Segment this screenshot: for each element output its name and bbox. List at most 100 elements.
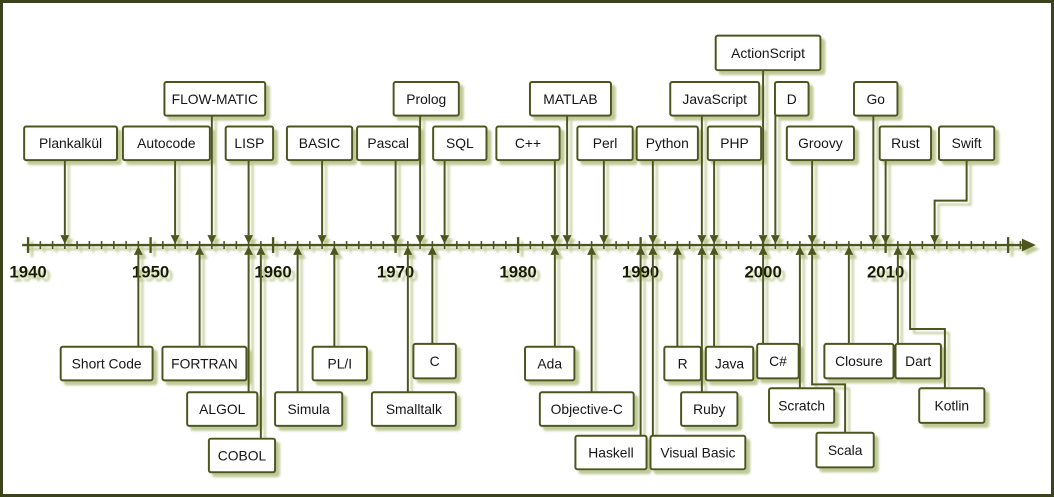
- item-label: Plankalkül: [39, 135, 102, 151]
- timeline-item-dart: Dart: [893, 246, 942, 380]
- timeline-item-r: R: [663, 246, 702, 382]
- item-box: [285, 125, 354, 162]
- timeline-item-haskell: Haskell: [574, 246, 648, 471]
- item-box: [918, 387, 986, 424]
- item-label: C++: [515, 135, 541, 151]
- item-label: Autocode: [137, 135, 196, 151]
- item-box: [669, 81, 761, 117]
- item-arrowhead-icon: [697, 246, 707, 255]
- timeline-item-visual-basic: Visual Basic: [648, 246, 747, 471]
- item-arrowhead-icon: [758, 235, 768, 245]
- decade-label-1970: 1970: [377, 263, 414, 282]
- decade-label-1960: 1960: [254, 263, 291, 282]
- item-connector: [811, 254, 847, 433]
- item-label: FLOW-MATIC: [172, 91, 258, 107]
- item-arrowhead-icon: [930, 235, 940, 245]
- item-arrowhead-icon: [317, 235, 327, 245]
- item-arrowhead-icon: [550, 235, 560, 245]
- timeline-item-pl-i: PL/I: [311, 246, 368, 382]
- item-box: [785, 125, 855, 162]
- item-arrowhead-icon: [562, 235, 572, 245]
- timeline-item-sql: SQL: [432, 125, 488, 245]
- timeline-item-lisp: LISP: [224, 125, 275, 245]
- item-label: D: [787, 91, 797, 107]
- timeline-item-objective-c: Objective-C: [538, 246, 635, 427]
- item-connector: [933, 160, 968, 236]
- item-box: [574, 434, 648, 471]
- item-label: PHP: [720, 135, 748, 151]
- item-arrowhead-icon: [403, 246, 413, 255]
- item-arrowhead-icon: [256, 246, 266, 255]
- item-label: C#: [769, 353, 787, 369]
- item-label: Objective-C: [551, 401, 623, 417]
- item-arrowhead-icon: [881, 235, 891, 245]
- item-arrowhead-icon: [795, 246, 805, 255]
- timeline-item-cobol: COBOL: [207, 246, 277, 474]
- item-box: [412, 342, 457, 380]
- item-label: JavaScript: [682, 91, 747, 107]
- timeline-item-java: Java: [704, 246, 755, 382]
- item-label: MATLAB: [543, 91, 597, 107]
- item-label: Perl: [593, 135, 618, 151]
- decade-label-1980: 1980: [499, 263, 536, 282]
- item-label: SQL: [446, 135, 474, 151]
- item-box: [121, 125, 211, 162]
- item-arrowhead-icon: [844, 246, 854, 255]
- timeline-item-c: C: [412, 246, 457, 380]
- item-label: Simula: [288, 401, 331, 417]
- item-connector: [909, 254, 946, 389]
- item-label: Ruby: [693, 401, 725, 417]
- item-arrowhead-icon: [893, 246, 903, 255]
- item-box: [163, 81, 267, 117]
- timeline-item-closure: Closure: [823, 246, 895, 380]
- item-arrowhead-icon: [391, 235, 401, 245]
- item-box: [706, 125, 763, 162]
- timeline-item-python: Python: [635, 125, 699, 245]
- decade-label-1950: 1950: [132, 263, 169, 282]
- item-arrowhead-icon: [709, 246, 719, 255]
- timeline-item-autocode: Autocode: [121, 125, 211, 245]
- item-label: Scala: [828, 442, 863, 458]
- item-box: [853, 81, 899, 117]
- item-label: Short Code: [72, 356, 142, 372]
- item-box: [207, 437, 277, 474]
- item-label: Scratch: [778, 398, 825, 414]
- timeline-item-cplusplus: C++: [495, 125, 561, 245]
- item-arrowhead-icon: [636, 246, 646, 255]
- item-arrowhead-icon: [599, 235, 609, 245]
- item-arrowhead-icon: [587, 246, 597, 255]
- item-box: [756, 342, 800, 380]
- item-box: [161, 345, 248, 382]
- item-label: Closure: [835, 353, 883, 369]
- item-box: [59, 345, 154, 382]
- item-box: [495, 125, 561, 162]
- item-box: [704, 345, 755, 382]
- item-arrowhead-icon: [770, 235, 780, 245]
- timeline-item-matlab: MATLAB: [528, 81, 612, 245]
- timeline-item-javascript: JavaScript: [669, 81, 761, 245]
- item-arrowhead-icon: [427, 246, 437, 255]
- item-arrowhead-icon: [868, 235, 878, 245]
- item-box: [576, 125, 634, 162]
- item-arrowhead-icon: [60, 235, 70, 245]
- item-arrowhead-icon: [697, 235, 707, 245]
- item-box: [878, 125, 933, 162]
- item-label: Smalltalk: [386, 401, 442, 417]
- item-label: ALGOL: [199, 401, 245, 417]
- item-arrowhead-icon: [170, 235, 180, 245]
- axis-arrowhead-icon: [1021, 238, 1036, 252]
- timeline-item-ruby: Ruby: [680, 246, 739, 427]
- item-box: [815, 431, 875, 469]
- item-arrowhead-icon: [758, 246, 768, 255]
- timeline-item-d: D: [770, 81, 810, 245]
- timeline-item-pascal: Pascal: [356, 125, 421, 245]
- item-label: Prolog: [406, 91, 446, 107]
- item-box: [538, 391, 635, 427]
- item-label: Java: [715, 356, 745, 372]
- item-arrowhead-icon: [648, 235, 658, 245]
- decade-label-2010: 2010: [867, 263, 904, 282]
- timeline-item-ada: Ada: [524, 246, 576, 382]
- item-arrowhead-icon: [709, 235, 719, 245]
- item-box: [768, 387, 836, 424]
